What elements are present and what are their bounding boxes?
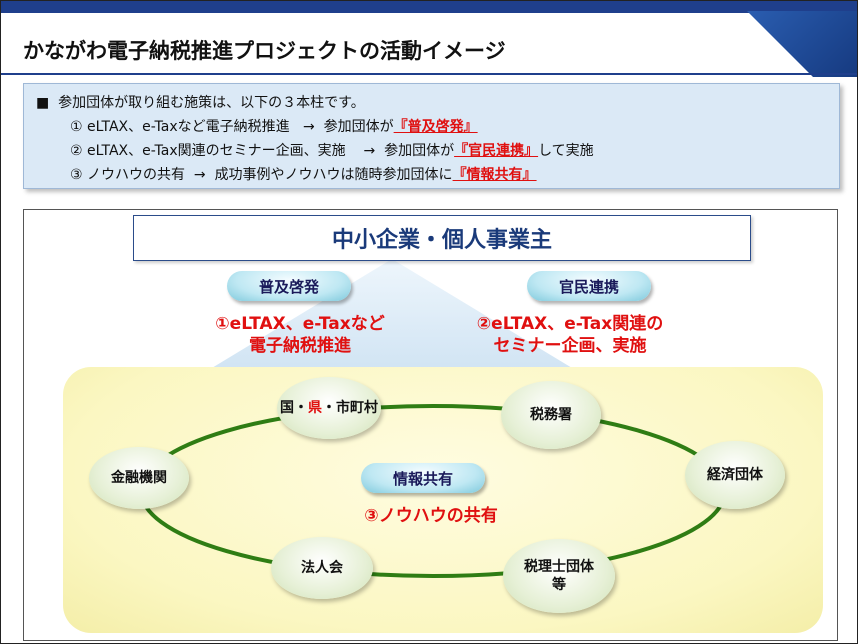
header-bar bbox=[1, 1, 857, 13]
node-economic-groups: 経済団体 bbox=[685, 441, 785, 509]
node-financial-institutions: 金融機関 bbox=[89, 447, 189, 509]
pill-joho-kyoyu: 情報共有 bbox=[361, 463, 485, 493]
title-divider bbox=[1, 73, 857, 75]
pillar-1-text: ①eLTAX、e-Taxなど電子納税推進 bbox=[215, 314, 385, 356]
pillar-3-text: ③ノウハウの共有 bbox=[364, 506, 498, 526]
intro-item-1: ① eLTAX、e-Taxなど電子納税推進 → 参加団体が『普及啓発』 bbox=[70, 119, 478, 135]
intro-item-3: ③ ノウハウの共有 → 成功事例やノウハウは随時参加団体に『情報共有』 bbox=[70, 167, 537, 183]
intro-heading: ■ 参加団体が取り組む施策は、以下の３本柱です。 bbox=[36, 95, 365, 111]
intro-item-2: ② eLTAX、e-Tax関連のセミナー企画、実施 → 参加団体が『官民連携』し… bbox=[70, 143, 594, 159]
node-tax-office: 税務署 bbox=[501, 381, 601, 449]
page-title: かながわ電子納税推進プロジェクトの活動イメージ bbox=[23, 39, 506, 63]
node-tax-accountant-groups: 税理士団体等 bbox=[503, 539, 615, 613]
node-government: 国・県・市町村 bbox=[277, 377, 381, 439]
target-audience-box: 中小企業・個人事業主 bbox=[133, 215, 751, 261]
pill-kanmin-renkei: 官民連携 bbox=[527, 271, 651, 301]
bullet-icon: ■ bbox=[36, 95, 50, 111]
participants-area bbox=[63, 367, 823, 633]
pill-fukyu-keihatsu: 普及啓発 bbox=[227, 271, 351, 301]
pillar-2-text: ②eLTAX、e-Tax関連のセミナー企画、実施 bbox=[476, 314, 664, 356]
intro-box: ■ 参加団体が取り組む施策は、以下の３本柱です。 ① eLTAX、e-Taxなど… bbox=[23, 83, 840, 189]
node-corporation-assoc: 法人会 bbox=[271, 537, 373, 599]
